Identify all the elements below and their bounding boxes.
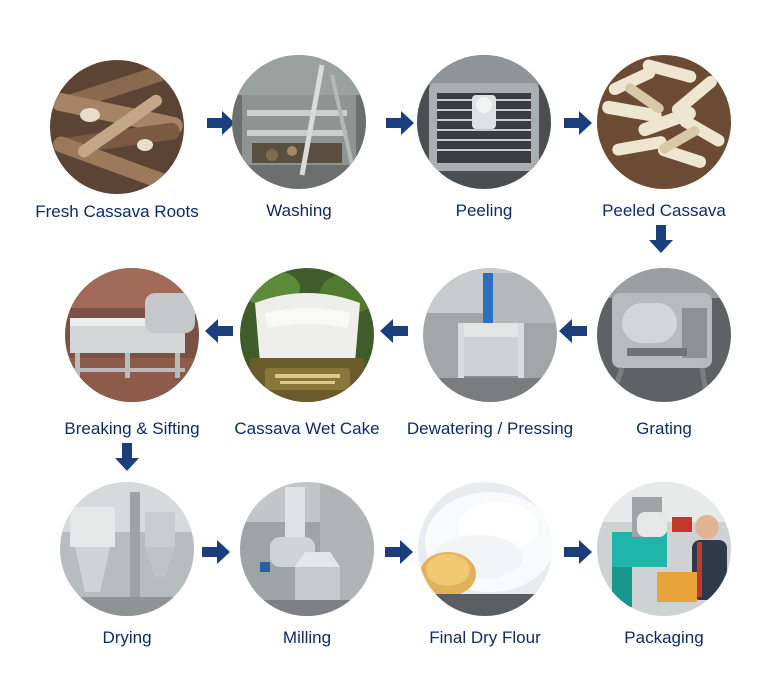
grating-machine-icon — [597, 268, 731, 402]
peeled-cassava-icon — [597, 55, 731, 189]
step-cassava-wet-cake: Cassava Wet Cake — [205, 268, 405, 468]
step-label: Cassava Wet Cake — [234, 419, 380, 438]
step-label: Peeling — [455, 201, 513, 220]
step-dewatering-pressing: Dewatering / Pressing — [388, 268, 588, 468]
step-label: Washing — [266, 201, 332, 220]
step-label: Breaking & Sifting — [64, 419, 200, 438]
sifting-machine-icon — [65, 268, 199, 402]
step-label: Drying — [102, 628, 152, 647]
step-label: Peeled Cassava — [602, 201, 726, 220]
step-final-dry-flour: Final Dry Flour — [383, 482, 583, 682]
step-washing: Washing — [197, 55, 397, 255]
step-fresh-cassava-roots: Fresh Cassava Roots — [15, 60, 215, 260]
press-machine-icon — [423, 268, 557, 402]
peeling-machine-icon — [417, 55, 551, 189]
step-label: Milling — [282, 628, 332, 647]
step-milling: Milling — [205, 482, 405, 682]
step-packaging: Packaging — [562, 482, 762, 682]
wet-cake-icon — [240, 268, 374, 402]
arrow-down-icon — [645, 223, 677, 255]
step-peeled-cassava: Peeled Cassava — [562, 55, 762, 255]
washing-machine-icon — [232, 55, 366, 189]
arrow-down-icon — [111, 441, 143, 473]
step-label: Dewatering / Pressing — [406, 419, 574, 438]
packaging-machine-icon — [597, 482, 731, 616]
step-label: Final Dry Flour — [429, 628, 541, 647]
step-peeling: Peeling — [382, 55, 582, 255]
mill-icon — [240, 482, 374, 616]
step-label: Fresh Cassava Roots — [35, 202, 199, 221]
cassava-roots-icon — [50, 60, 184, 194]
step-breaking-sifting: Breaking & Sifting — [30, 268, 230, 468]
step-label: Packaging — [624, 628, 704, 647]
step-grating: Grating — [562, 268, 762, 468]
step-label: Grating — [636, 419, 692, 438]
step-drying: Drying — [25, 482, 225, 682]
flour-icon — [418, 482, 552, 616]
dryer-icon — [60, 482, 194, 616]
